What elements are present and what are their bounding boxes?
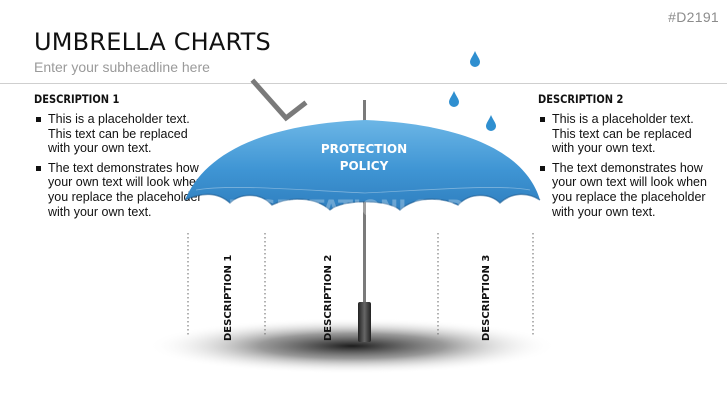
left-bullet-list: This is a placeholder text. This text ca… (34, 112, 209, 224)
right-description-heading: DESCRIPTION 2 (538, 92, 624, 106)
watermark-text: PRESENTATIONLOAD (212, 197, 465, 222)
list-item: The text demonstrates how your own text … (538, 161, 713, 219)
raindrop-icon (486, 115, 496, 131)
list-item: The text demonstrates how your own text … (34, 161, 209, 219)
umbrella-canopy (184, 120, 541, 212)
floor-shadow (147, 318, 557, 374)
column-label-3: DESCRIPTION 3 (481, 255, 492, 341)
bullet-text: The text demonstrates how your own text … (552, 160, 707, 219)
column-dividers (187, 233, 534, 335)
left-description-heading: DESCRIPTION 1 (34, 92, 120, 106)
bullet-icon (540, 117, 545, 122)
page-title: UMBRELLA CHARTS (34, 28, 271, 56)
bullet-text: The text demonstrates how your own text … (48, 160, 203, 219)
bullet-icon (540, 165, 545, 171)
raindrop-icon (470, 51, 480, 67)
right-bullet-list: This is a placeholder text. This text ca… (538, 112, 713, 224)
column-label-2: DESCRIPTION 2 (323, 255, 334, 341)
bullet-text: This is a placeholder text. This text ca… (552, 112, 694, 156)
list-item: This is a placeholder text. This text ca… (34, 112, 209, 156)
subheadline: Enter your subheadline here (34, 59, 210, 75)
bullet-text: This is a placeholder text. This text ca… (48, 112, 190, 156)
down-right-arrow-icon (250, 78, 308, 122)
bullet-icon (36, 165, 41, 171)
canopy-label-line1: PROTECTION (321, 142, 407, 156)
raindrop-icon (449, 91, 459, 107)
column-label-1: DESCRIPTION 1 (223, 255, 234, 341)
canopy-label-line2: POLICY (340, 159, 389, 173)
list-item: This is a placeholder text. This text ca… (538, 112, 713, 156)
umbrella-shaft (363, 100, 366, 308)
slide-id: #D2191 (668, 9, 719, 25)
raindrops (449, 51, 496, 131)
umbrella-handle (358, 302, 371, 342)
bullet-icon (36, 117, 41, 122)
header-divider (0, 83, 727, 84)
